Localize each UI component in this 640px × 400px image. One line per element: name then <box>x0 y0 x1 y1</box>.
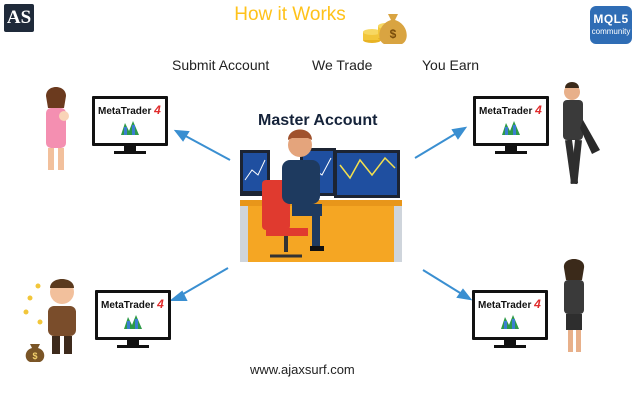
terminal-brand: MetaTrader <box>98 106 152 117</box>
terminal-brand: MetaTrader <box>479 106 533 117</box>
terminal-version: 4 <box>157 297 164 311</box>
metatrader-icon <box>124 315 142 329</box>
metatrader-terminal-top-left: MetaTrader 4 <box>92 96 168 156</box>
metatrader-terminal-bottom-left: MetaTrader 4 <box>95 290 171 350</box>
arrow-to-bottom-right <box>422 269 466 297</box>
step-you-earn: You Earn <box>422 57 480 73</box>
arrow-to-bottom-left <box>177 267 229 298</box>
step-submit-account: Submit Account <box>172 57 270 73</box>
arrow-to-top-right <box>414 130 461 159</box>
businessman-illustration <box>563 82 600 185</box>
arrow-head-bottom-left <box>169 290 188 301</box>
terminal-brand: MetaTrader <box>478 300 532 311</box>
metatrader-terminal-bottom-right: MetaTrader 4 <box>472 290 548 350</box>
website-url: www.ajaxsurf.com <box>250 362 355 377</box>
arrow-head-top-left <box>173 129 190 142</box>
terminal-version: 4 <box>535 103 542 117</box>
page-title: How it Works <box>234 4 346 25</box>
terminal-version: 4 <box>154 103 161 117</box>
arrows <box>169 126 473 301</box>
arrow-head-top-right <box>451 126 468 140</box>
mql5-logo-text: MQL5 <box>593 12 629 26</box>
metatrader-terminal-top-right: MetaTrader 4 <box>473 96 549 156</box>
arrow-head-bottom-right <box>456 288 473 301</box>
svg-text:$: $ <box>32 351 37 361</box>
happy-man-with-money-illustration: $ <box>23 279 76 362</box>
mql5-community-logo: MQL5 community <box>590 6 632 44</box>
trader-desk-illustration <box>240 129 402 262</box>
money-bag-icon: $ <box>379 14 407 44</box>
as-logo: AS <box>4 4 34 32</box>
terminal-screen: MetaTrader 4 <box>95 290 171 340</box>
terminal-version: 4 <box>534 297 541 311</box>
metatrader-icon <box>501 315 519 329</box>
terminal-screen: MetaTrader 4 <box>472 290 548 340</box>
terminal-screen: MetaTrader 4 <box>92 96 168 146</box>
metatrader-icon <box>121 121 139 135</box>
step-we-trade: We Trade <box>312 57 373 73</box>
metatrader-icon <box>502 121 520 135</box>
woman-with-baby-illustration <box>46 87 69 170</box>
businesswoman-on-phone-illustration <box>563 259 585 352</box>
mql5-logo-subtext: community <box>591 27 631 36</box>
arrow-to-top-left <box>179 132 231 161</box>
master-account-label: Master Account <box>258 112 378 129</box>
terminal-screen: MetaTrader 4 <box>473 96 549 146</box>
terminal-brand: MetaTrader <box>101 300 155 311</box>
svg-text:$: $ <box>390 27 397 41</box>
